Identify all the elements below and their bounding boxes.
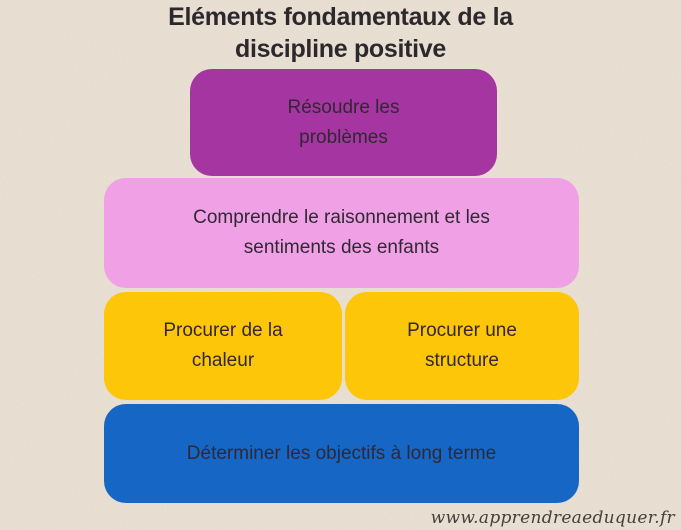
page-title: Eléments fondamentaux de la discipline p…: [0, 1, 681, 65]
block-resoudre-problemes: Résoudre les problèmes: [190, 69, 497, 176]
block-procurer-chaleur-label: Procurer de la chaleur: [163, 320, 283, 371]
page-title-text: Eléments fondamentaux de la discipline p…: [168, 3, 513, 63]
block-objectifs-long-terme: Déterminer les objectifs à long terme: [104, 404, 579, 503]
watermark-url: www.apprendreaeduquer.fr: [430, 508, 675, 528]
block-procurer-chaleur: Procurer de la chaleur: [104, 292, 342, 400]
block-procurer-structure: Procurer une structure: [345, 292, 579, 400]
block-resoudre-problemes-label: Résoudre les problèmes: [287, 96, 400, 148]
block-objectifs-long-terme-label: Déterminer les objectifs à long terme: [186, 442, 497, 464]
block-comprendre-raisonnement-label: Comprendre le raisonnement et les sentim…: [193, 207, 490, 258]
block-comprendre-raisonnement: Comprendre le raisonnement et les sentim…: [104, 178, 579, 288]
block-procurer-structure-label: Procurer une structure: [407, 320, 517, 371]
